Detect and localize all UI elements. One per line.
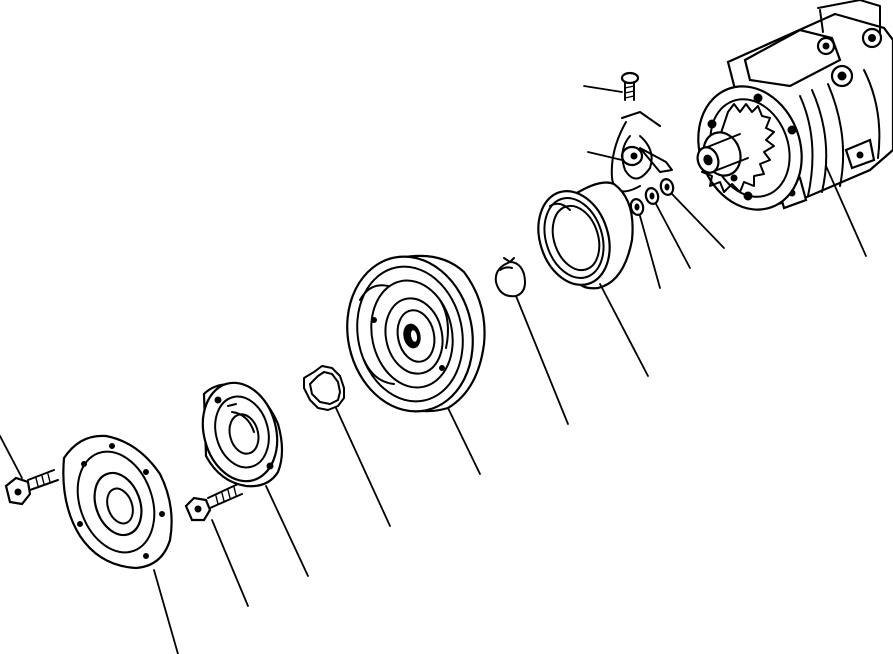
spring-washer <box>644 187 660 205</box>
leader-snap-ring <box>515 295 569 425</box>
bolt <box>184 483 243 522</box>
leader-spring-washer <box>655 203 691 269</box>
leader-lock-washer <box>639 215 661 289</box>
leader-flange-bolt <box>0 435 23 479</box>
leader-lines <box>0 85 867 654</box>
leader-flat-washer <box>671 193 725 249</box>
leader-bolt <box>211 519 249 607</box>
leader-armature-plate <box>265 485 309 577</box>
wire-clip <box>610 111 673 193</box>
leader-compressor <box>825 165 867 257</box>
leader-screw <box>583 85 623 93</box>
snap-ring <box>494 257 526 298</box>
leader-shim <box>335 407 391 527</box>
flat-washer <box>659 178 675 196</box>
screw <box>620 71 640 101</box>
cover-plate <box>62 434 173 570</box>
armature-plate <box>201 381 284 488</box>
leader-pulley <box>447 407 481 475</box>
shim <box>303 365 345 411</box>
leader-wire-clip <box>587 151 623 161</box>
compressor-body <box>696 0 893 211</box>
pulley <box>346 254 486 413</box>
flange-bolt <box>4 469 59 506</box>
leader-cover-plate <box>153 569 179 654</box>
leader-field-coil <box>599 283 649 377</box>
field-coil <box>537 181 634 290</box>
